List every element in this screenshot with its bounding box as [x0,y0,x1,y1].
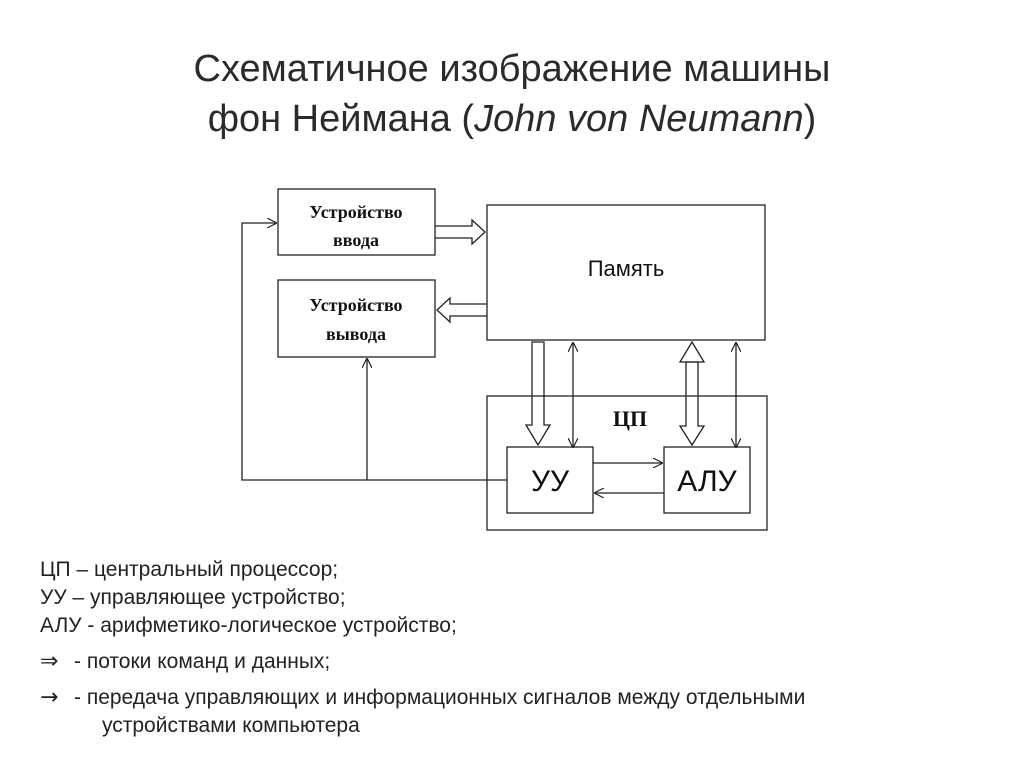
flow-memory-alu-shaft [678,361,706,447]
signal-cu-to-input [241,223,507,481]
alu-label: АЛУ [677,465,737,498]
title-line-1: Схематичное изображение машины [193,48,831,90]
alu-box [663,446,751,514]
arrow-icon: → [40,685,59,710]
input-device-label-2: ввода [333,230,379,250]
title-line-2-suffix: ) [803,98,817,140]
input-device-label-1: Устройство [309,202,402,222]
legend-signal: → - передача управляющих и информационных… [40,684,1000,712]
input-device-box [277,188,436,256]
legend-alu: АЛУ - арифметико-логическое устройство; [40,614,457,637]
legend-signal-text: - передача управляющих и информационных … [74,686,806,709]
flow-memory-alu-top-head [678,340,706,363]
legend-flow: ⇒ - потоки команд и данных; [40,648,1000,676]
output-device-label-1: Устройство [309,295,402,315]
double-arrow-icon: ⇒ [40,649,59,674]
output-device-box [277,279,436,358]
flow-memory-to-cu [524,341,552,447]
title-line-2-prefix: фон Неймана ( [207,98,475,140]
legend: ЦП – центральный процессор; УУ – управля… [40,556,1000,740]
legend-cpu: ЦП – центральный процессор; [40,558,339,581]
control-unit-label: УУ [531,465,570,498]
memory-label: Память [588,256,665,281]
output-device-label-2: вывода [326,324,386,344]
slide-title: Схематичное изображение машины фон Нейма… [0,44,1024,144]
legend-flow-text: - потоки команд и данных; [74,650,331,673]
cpu-box [486,395,768,531]
legend-cu: УУ – управляющее устройство; [40,586,346,609]
legend-signal-continued: устройствами компьютера [102,714,360,737]
title-line-2-italic: John von Neumann [474,98,804,140]
title-line-2: фон Неймана (John von Neumann) [0,94,1024,144]
flow-input-to-memory [435,218,486,246]
flow-memory-to-output [436,296,487,324]
cpu-label: ЦП [613,406,647,431]
memory-box [486,204,766,341]
